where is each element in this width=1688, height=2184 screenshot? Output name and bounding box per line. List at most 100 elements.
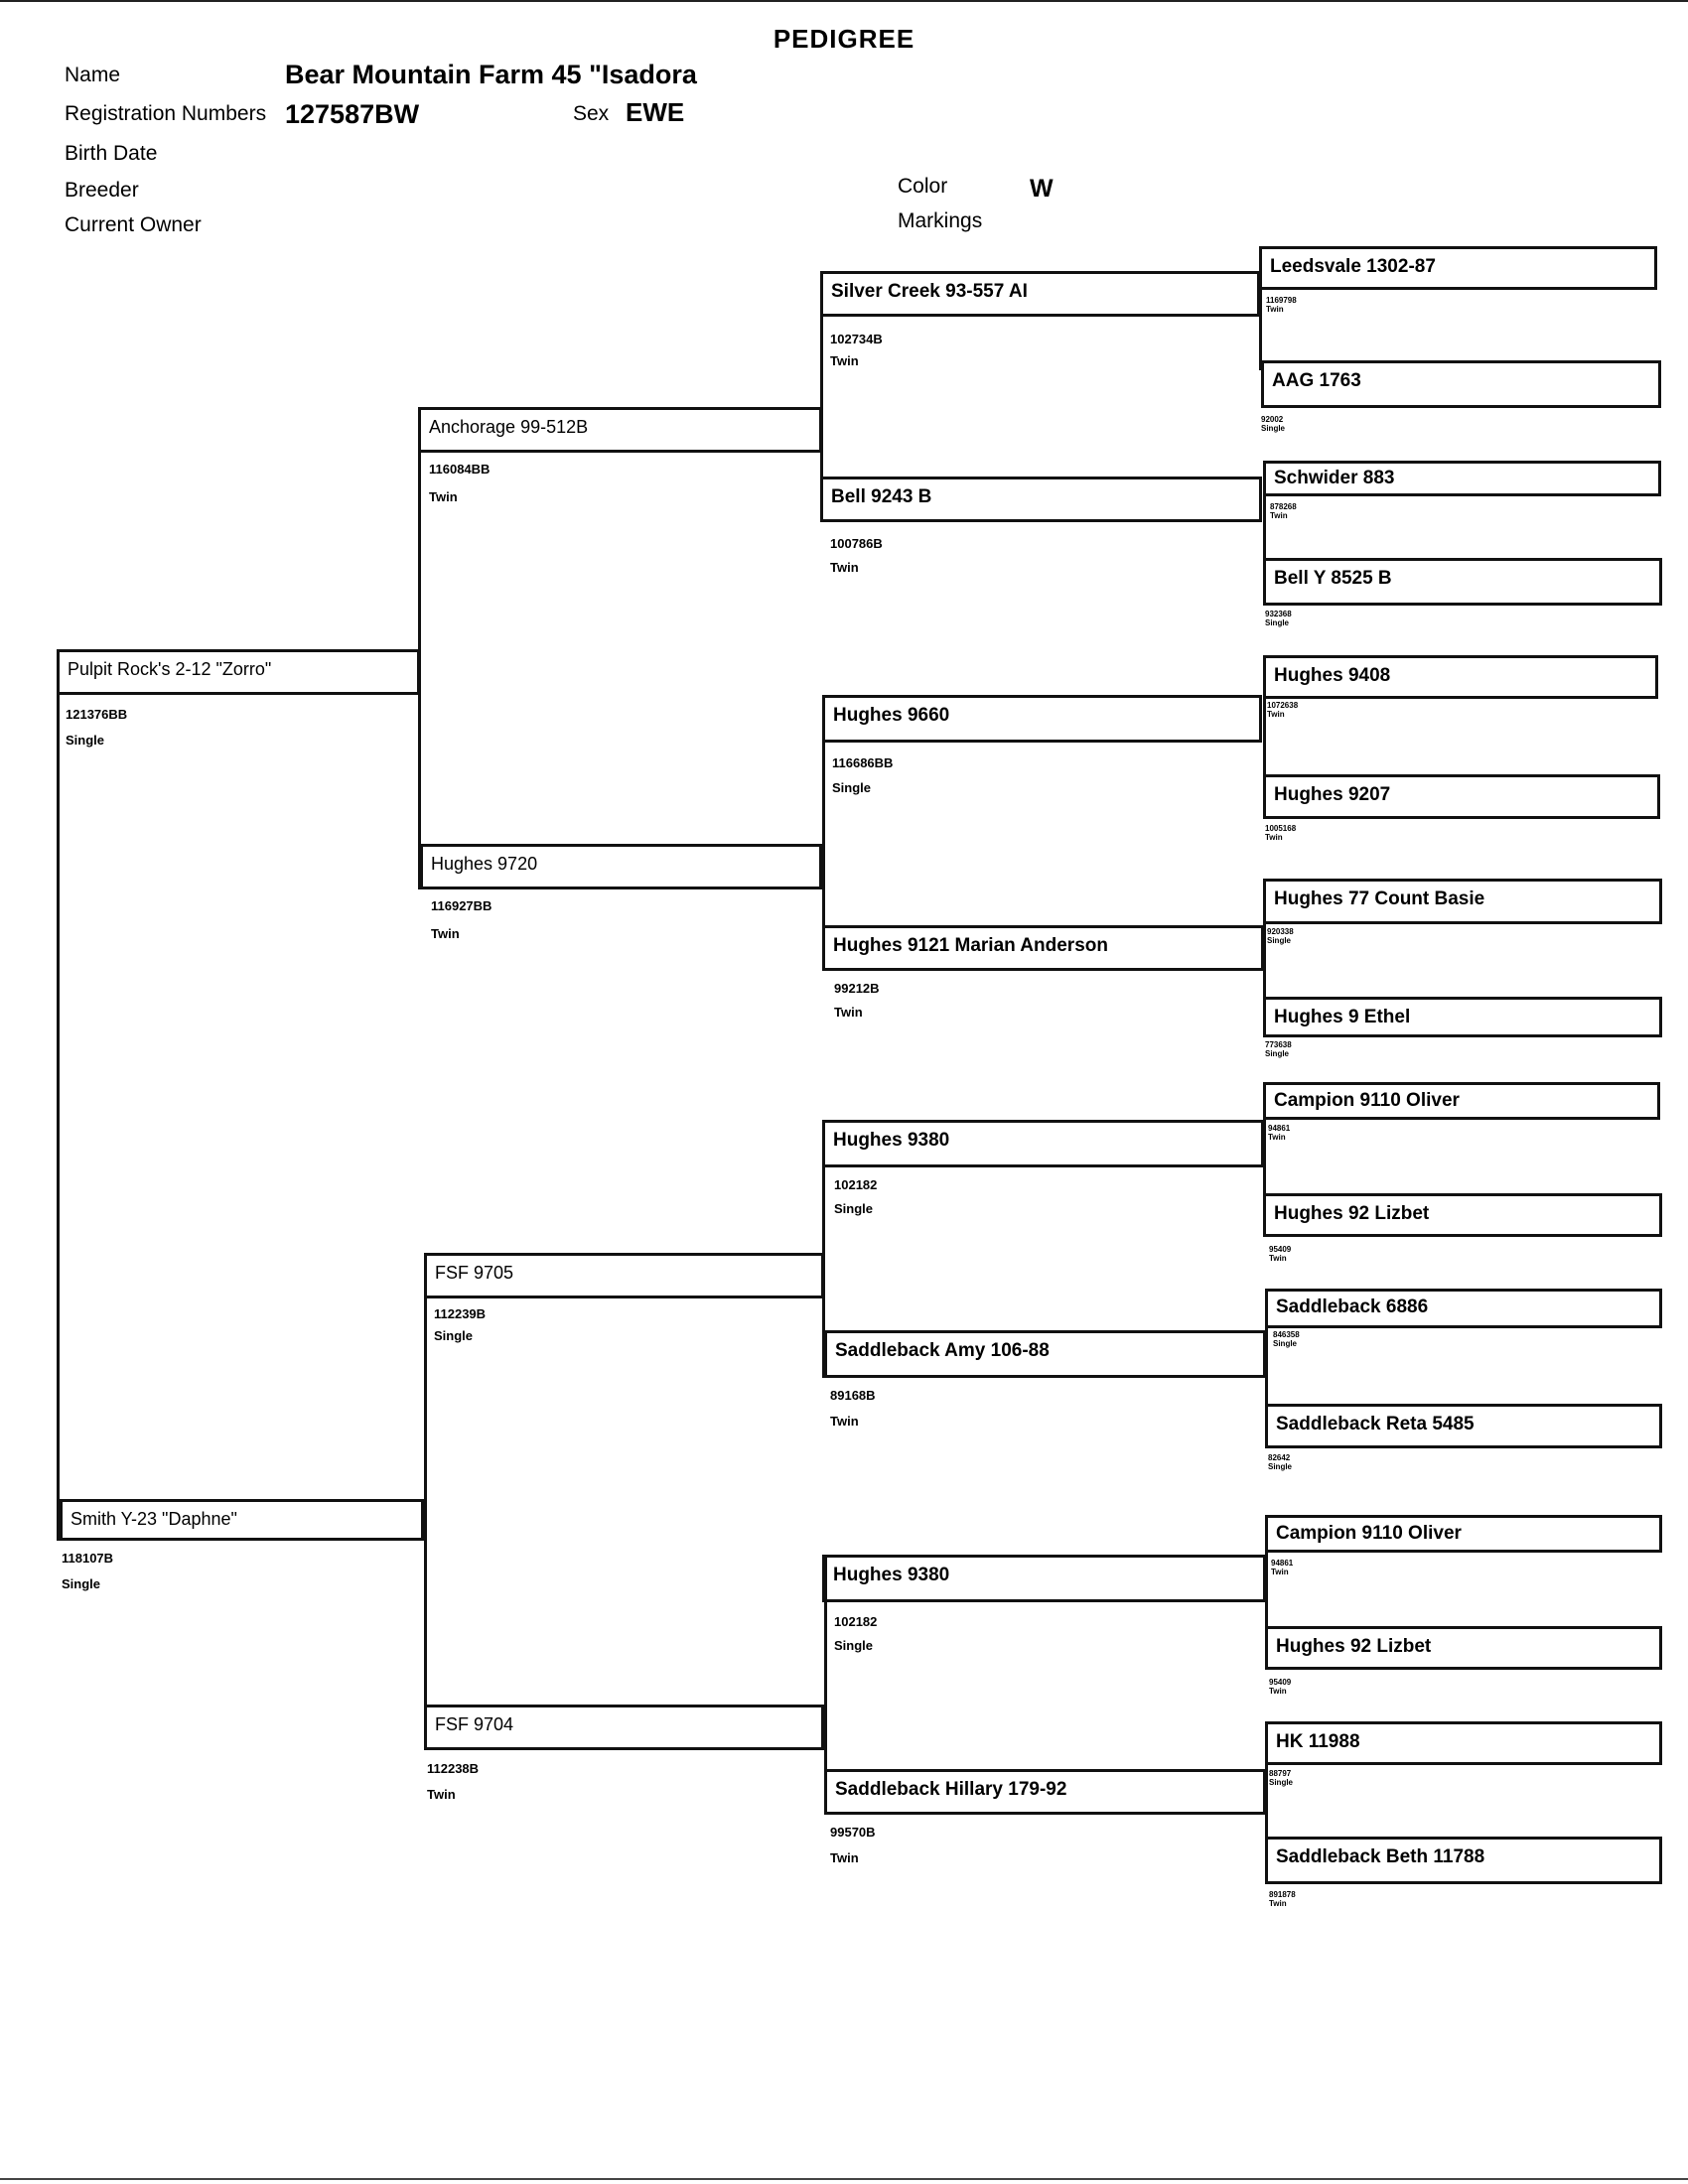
g3-reg-2: 100786B bbox=[830, 536, 883, 551]
sire-sire-name: Anchorage 99-512B bbox=[429, 417, 589, 437]
sex-value: EWE bbox=[626, 97, 685, 127]
g4-connector-5 bbox=[1263, 1082, 1266, 1237]
g4-name-9: Campion 9110 Oliver bbox=[1274, 1090, 1460, 1111]
g4-name-1: Leedsvale 1302-87 bbox=[1270, 256, 1436, 277]
g3-birth-8: Twin bbox=[830, 1850, 859, 1865]
g4-box-7: Hughes 77 Count Basie bbox=[1263, 879, 1662, 924]
g4-connector-7 bbox=[1265, 1515, 1268, 1670]
sex-label: Sex bbox=[573, 102, 610, 125]
g4-box-3: Schwider 883 bbox=[1263, 461, 1661, 496]
g3-name-6: Saddleback Amy 106-88 bbox=[835, 1340, 1050, 1361]
g4-connector-8 bbox=[1265, 1721, 1268, 1884]
dam-sire-reg: 112239B bbox=[434, 1306, 487, 1321]
g4-name-14: Hughes 92 Lizbet bbox=[1276, 1636, 1432, 1657]
g3-reg-3: 116686BB bbox=[832, 755, 894, 770]
g4-box-9: Campion 9110 Oliver bbox=[1263, 1082, 1660, 1120]
g4-box-5: Hughes 9408 bbox=[1263, 655, 1658, 699]
g4-box-16: Saddleback Beth 11788 bbox=[1265, 1837, 1662, 1884]
g3-box-7: Hughes 9380 bbox=[822, 1555, 1266, 1602]
g3-connector-3 bbox=[822, 1120, 825, 1378]
g3-box-2: Bell 9243 B bbox=[820, 477, 1262, 522]
g3-name-1: Silver Creek 93-557 AI bbox=[831, 281, 1028, 302]
g3-connector-2 bbox=[822, 695, 825, 971]
g3-box-4: Hughes 9121 Marian Anderson bbox=[822, 925, 1264, 971]
g3-name-7: Hughes 9380 bbox=[833, 1565, 950, 1585]
dam-sire-birth: Single bbox=[434, 1328, 474, 1343]
registration-label: Registration Numbers bbox=[65, 102, 267, 125]
g4-box-14: Hughes 92 Lizbet bbox=[1265, 1626, 1662, 1670]
color-value: W bbox=[1030, 175, 1054, 203]
g3-box-8: Saddleback Hillary 179-92 bbox=[824, 1769, 1266, 1815]
g4-box-15: HK 11988 bbox=[1265, 1721, 1662, 1765]
dam-name: Smith Y-23 "Daphne" bbox=[70, 1509, 237, 1529]
name-label: Name bbox=[65, 64, 121, 86]
g4-name-3: Schwider 883 bbox=[1274, 468, 1395, 488]
sire-birth: Single bbox=[66, 733, 105, 748]
g4-name-12: Saddleback Reta 5485 bbox=[1276, 1414, 1475, 1434]
g3-box-6: Saddleback Amy 106-88 bbox=[824, 1330, 1266, 1378]
bottom-edge-line bbox=[0, 2178, 1688, 2180]
g4-box-12: Saddleback Reta 5485 bbox=[1265, 1404, 1662, 1448]
g3-birth-1: Twin bbox=[830, 353, 859, 368]
g3-birth-4: Twin bbox=[834, 1005, 863, 1020]
g4-box-4: Bell Y 8525 B bbox=[1263, 558, 1662, 606]
dam-sire-box: FSF 9705 bbox=[424, 1253, 824, 1298]
g3-birth-7: Single bbox=[834, 1638, 874, 1653]
g3-box-3: Hughes 9660 bbox=[822, 695, 1262, 743]
g4-connector-2 bbox=[1263, 461, 1266, 606]
color-label: Color bbox=[898, 175, 948, 198]
g4-name-7: Hughes 77 Count Basie bbox=[1274, 888, 1485, 909]
g3-birth-5: Single bbox=[834, 1201, 874, 1216]
g4-name-15: HK 11988 bbox=[1276, 1731, 1360, 1752]
sire-dam-reg: 116927BB bbox=[431, 898, 492, 913]
g3-birth-6: Twin bbox=[830, 1414, 859, 1429]
g3-box-1: Silver Creek 93-557 AI bbox=[820, 271, 1260, 317]
g4-name-16: Saddleback Beth 11788 bbox=[1276, 1846, 1485, 1867]
sire-reg: 121376BB bbox=[66, 707, 128, 722]
sire-sire-birth: Twin bbox=[429, 489, 458, 504]
g3-reg-8: 99570B bbox=[830, 1825, 876, 1840]
g4-box-13: Campion 9110 Oliver bbox=[1265, 1515, 1662, 1553]
sire-sire-box: Anchorage 99-512B bbox=[418, 407, 822, 453]
g4-connector-4 bbox=[1263, 879, 1266, 1037]
g3-reg-5: 102182 bbox=[834, 1177, 878, 1192]
g3-name-3: Hughes 9660 bbox=[833, 705, 950, 726]
g3-birth-2: Twin bbox=[830, 560, 859, 575]
g4-box-10: Hughes 92 Lizbet bbox=[1263, 1193, 1662, 1237]
g4-connector-3 bbox=[1263, 655, 1266, 819]
registration-number: 127587BW bbox=[285, 99, 420, 129]
dam-reg: 118107B bbox=[62, 1551, 114, 1566]
g4-connector-1 bbox=[1259, 246, 1262, 370]
sire-box: Pulpit Rock's 2-12 "Zorro" bbox=[57, 649, 420, 695]
g4-connector-6 bbox=[1265, 1289, 1268, 1448]
sire-dam-box: Hughes 9720 bbox=[420, 844, 822, 889]
g4-name-5: Hughes 9408 bbox=[1274, 665, 1391, 686]
g3-name-4: Hughes 9121 Marian Anderson bbox=[833, 935, 1108, 956]
sire-connector bbox=[418, 407, 421, 889]
dam-dam-reg: 112238B bbox=[427, 1761, 480, 1776]
page-title: PEDIGREE bbox=[773, 24, 915, 54]
g4-name-10: Hughes 92 Lizbet bbox=[1274, 1203, 1430, 1224]
dam-dam-birth: Twin bbox=[427, 1787, 456, 1802]
g4-box-11: Saddleback 6886 bbox=[1265, 1289, 1662, 1328]
g3-connector-1 bbox=[820, 271, 823, 522]
g4-name-11: Saddleback 6886 bbox=[1276, 1297, 1429, 1317]
dam-dam-box: FSF 9704 bbox=[424, 1705, 824, 1750]
g4-box-2: AAG 1763 bbox=[1261, 360, 1661, 408]
g3-reg-6: 89168B bbox=[830, 1388, 876, 1403]
dam-dam-name: FSF 9704 bbox=[435, 1714, 514, 1734]
dam-birth: Single bbox=[62, 1576, 101, 1591]
